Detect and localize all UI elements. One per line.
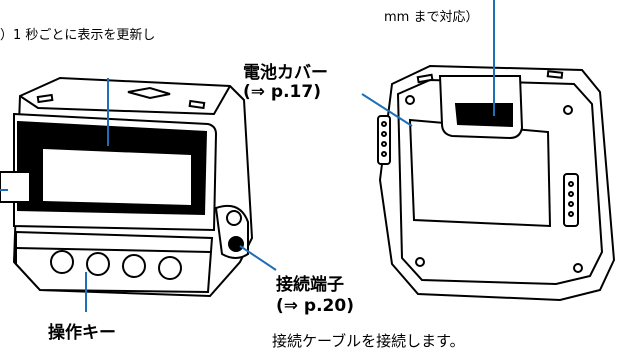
connector-page-ref: (⇒ p.20) <box>276 296 354 316</box>
battery-cover-label: 電池カバー <box>243 63 328 83</box>
front-device-top-rim <box>19 85 231 116</box>
front-device-top-vent-left <box>36 93 54 104</box>
rear-side-port-right <box>563 173 579 227</box>
operation-key-4 <box>158 256 182 280</box>
connector-description: 接続ケーブルを接続します。 <box>272 332 465 350</box>
operation-key-1 <box>50 250 74 274</box>
rear-top-vent-left <box>416 73 434 84</box>
leader-battery <box>361 93 413 127</box>
rear-screw-2 <box>563 105 573 115</box>
rear-screw-3 <box>415 257 425 267</box>
display-left-block <box>0 171 31 203</box>
connector-port <box>228 236 244 252</box>
front-device <box>0 76 254 298</box>
refresh-note: ）1 秒ごとに表示を更新し <box>0 28 156 43</box>
range-note: mm まで対応） <box>384 10 479 25</box>
operation-key-2 <box>86 252 110 276</box>
rear-screw-4 <box>573 263 583 273</box>
rear-top-vent-right <box>546 70 564 79</box>
front-device-top-vent-right <box>188 99 206 110</box>
operation-keys-label: 操作キー <box>48 323 116 343</box>
battery-latch-slot <box>454 103 513 128</box>
operation-key-3 <box>122 254 146 278</box>
leader-lines <box>0 0 495 312</box>
display-window <box>43 148 191 206</box>
leader-connector <box>239 245 277 271</box>
rear-side-port-left <box>377 115 391 165</box>
rear-screw-1 <box>405 95 415 105</box>
front-device-top-slot <box>127 86 171 100</box>
battery-cover-page-ref: (⇒ p.17) <box>243 82 321 102</box>
rear-device <box>377 64 616 302</box>
keypad-strip <box>15 230 214 294</box>
connector-label: 接続端子 <box>276 275 344 295</box>
